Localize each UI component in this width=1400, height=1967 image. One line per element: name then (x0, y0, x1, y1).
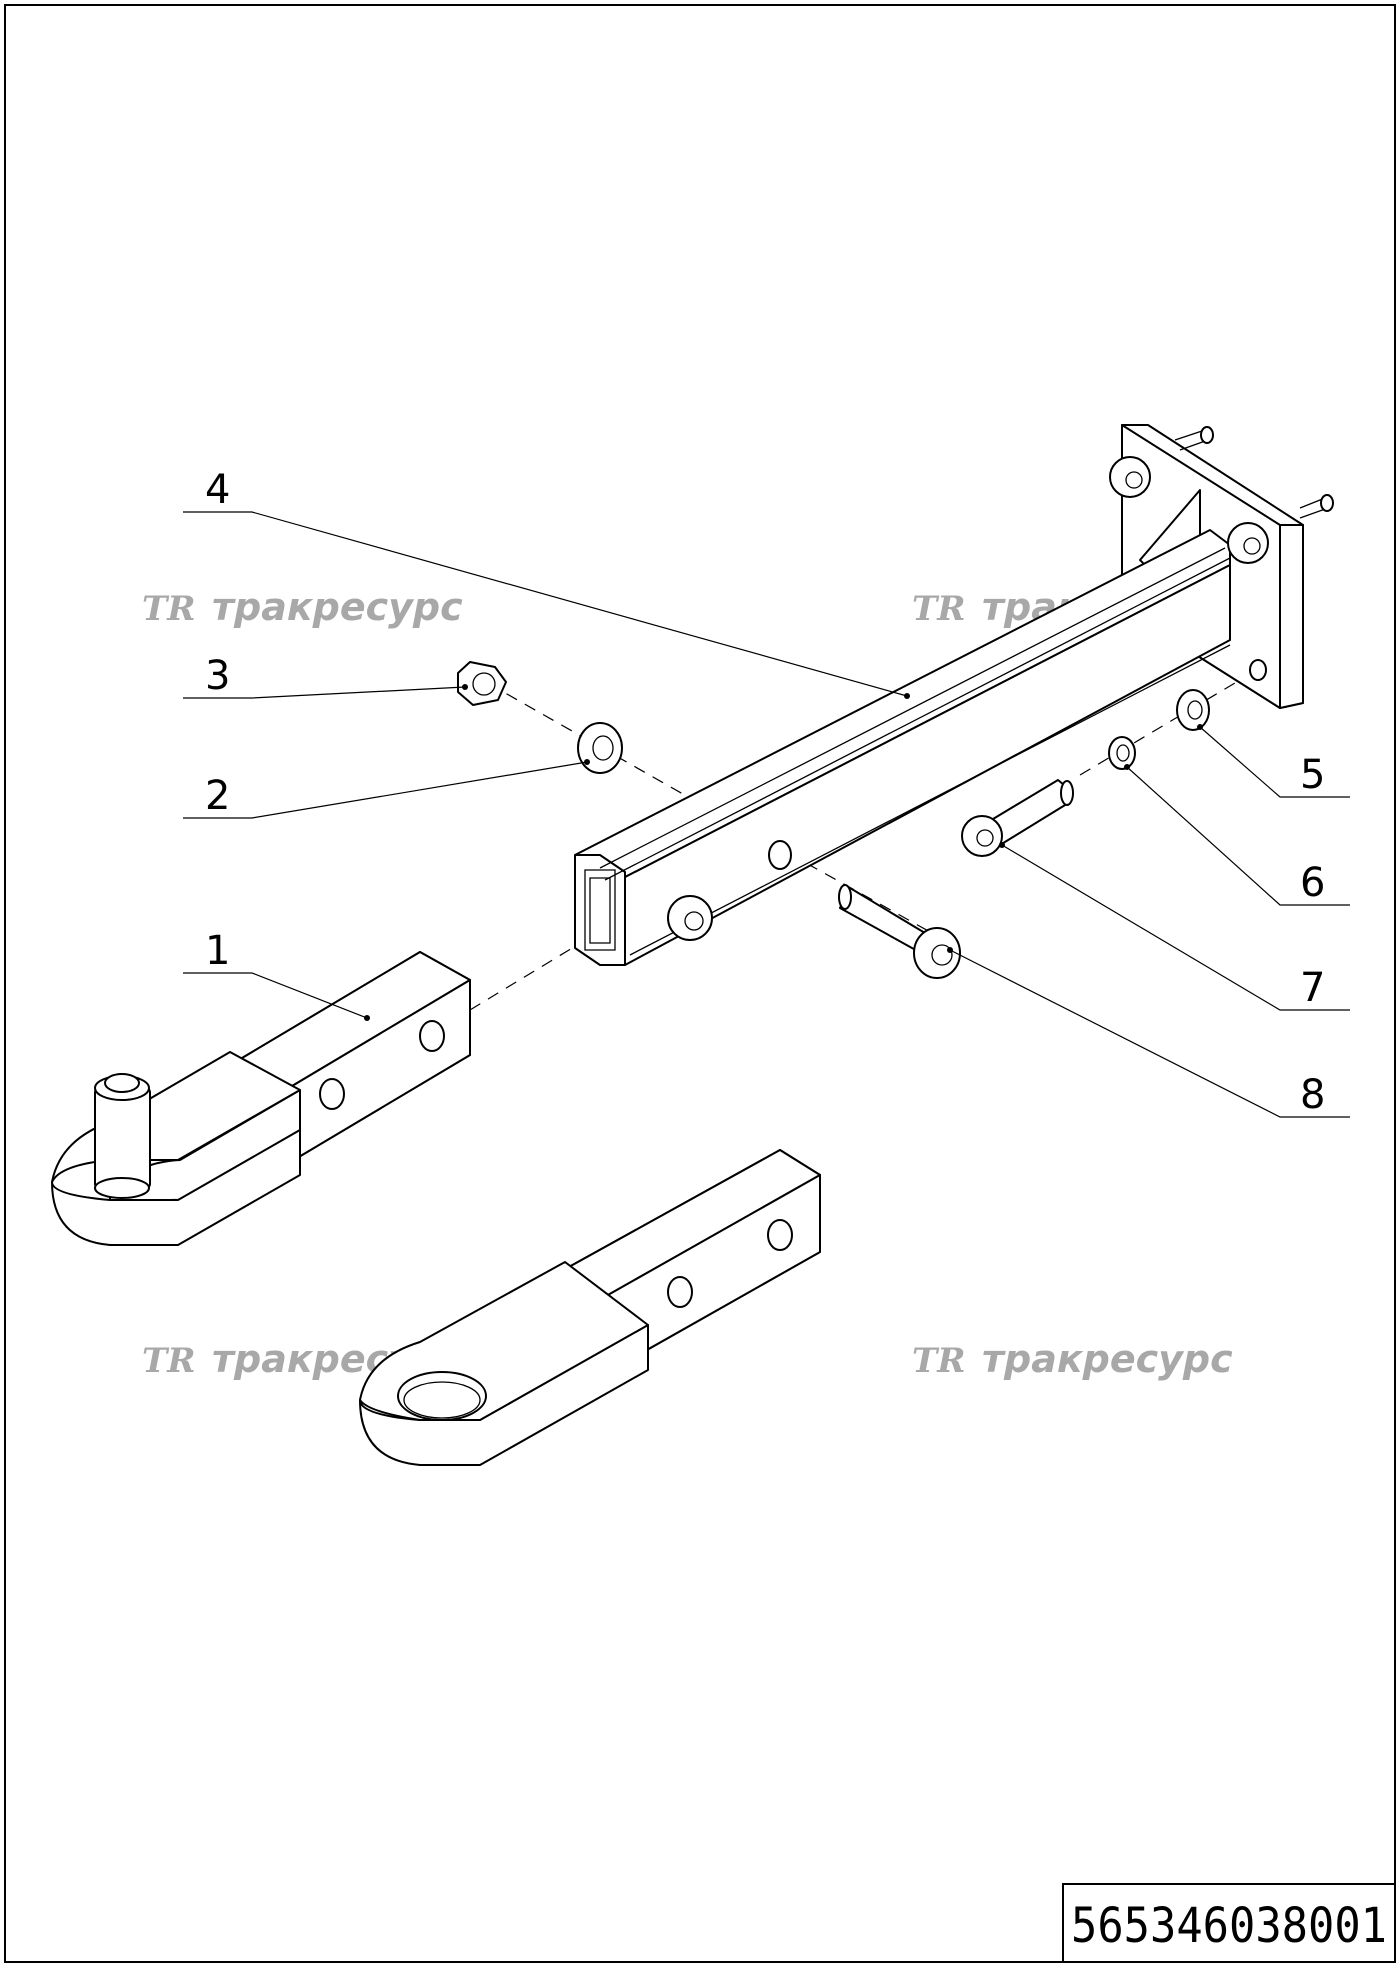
watermark-top-left: TR тракресурс (142, 585, 463, 629)
leader-lines (183, 511, 1350, 1118)
callout-8: 8 (1300, 1072, 1325, 1118)
watermark-logo: TR (912, 1341, 966, 1381)
watermark-text: тракресурс (982, 1337, 1233, 1381)
callout-3: 3 (205, 653, 230, 699)
spring-washer (1108, 736, 1136, 770)
hex-nut (457, 661, 507, 706)
flat-washer (1176, 689, 1210, 731)
socket-head-bolt-long (838, 884, 961, 979)
drawing-frame (4, 4, 1396, 1963)
drawbar-with-pin (51, 951, 471, 1246)
watermark-bottom-right: TR тракресурс (912, 1337, 1233, 1381)
drawing-number-box: 565346038001 (1062, 1883, 1396, 1963)
washer (577, 722, 623, 774)
drawbar-with-eye (359, 1149, 821, 1466)
drawing-number: 565346038001 (1071, 1898, 1387, 1954)
square-tube-bracket (574, 424, 1334, 966)
callout-6: 6 (1300, 860, 1325, 906)
watermark-logo: TR (912, 589, 966, 629)
callout-labels: 4 3 2 1 5 6 7 8 (205, 467, 1325, 1118)
callout-7: 7 (1300, 965, 1325, 1011)
callout-2: 2 (205, 773, 230, 819)
watermark-logo: TR (142, 589, 196, 629)
callout-4: 4 (205, 467, 230, 513)
callout-5: 5 (1300, 752, 1325, 798)
watermark-text: тракресурс (212, 585, 463, 629)
socket-head-bolt-short (961, 779, 1074, 857)
watermark-logo: TR (142, 1341, 196, 1381)
callout-1: 1 (205, 928, 230, 974)
